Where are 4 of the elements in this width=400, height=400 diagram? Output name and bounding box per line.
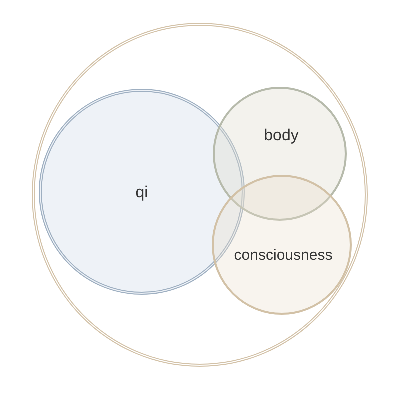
outer-circle	[32, 23, 368, 367]
set-label: consciousness	[234, 246, 333, 264]
set-label: body	[264, 126, 299, 146]
set-label: qi	[136, 183, 148, 203]
